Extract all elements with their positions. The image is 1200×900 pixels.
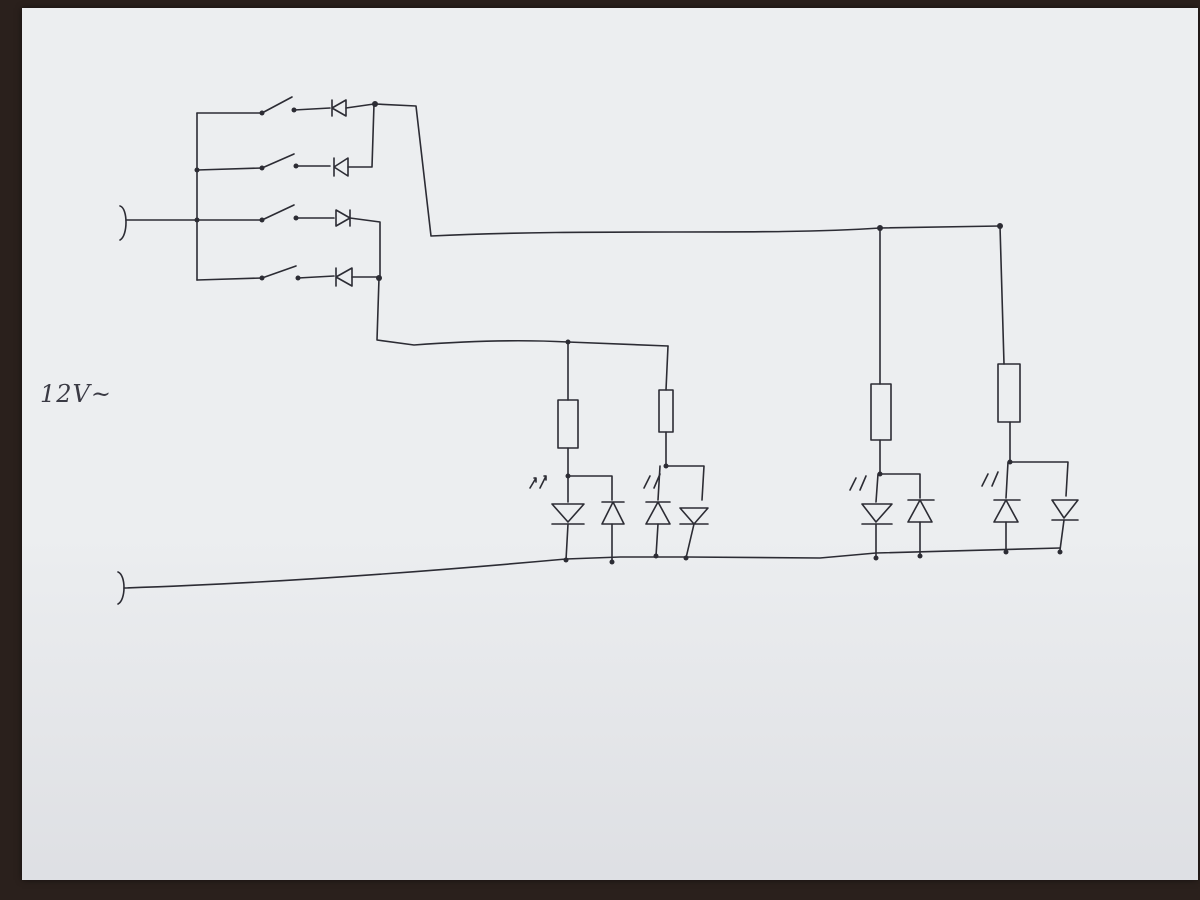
light-arrows-4 [981,471,999,487]
led-branch-4 [981,225,1079,555]
led-branch-2 [643,345,709,561]
diode-symbol-1 [601,501,625,525]
led-branch-3 [849,227,935,561]
lower-rail [376,277,669,347]
led-symbol-3 [861,503,893,525]
diode-symbol-3 [907,499,935,523]
upper-rail [374,103,1001,237]
switch-branch-3 [196,204,335,223]
led-symbol-1 [551,503,585,525]
switch-branch-4 [196,265,335,281]
led-symbol-4 [993,499,1021,523]
input-terminal-top [119,205,127,241]
light-arrows-2 [643,473,661,489]
switch-branch-2 [196,153,331,171]
diode-branch-3 [335,209,381,279]
led-symbol-2 [645,501,671,525]
diode-symbol-4 [1051,499,1079,521]
diode-branch-4 [335,267,379,287]
light-arrows-3 [849,475,867,491]
led-branch-1 [529,341,625,565]
light-arrows-1 [529,475,547,489]
diode-branch-2 [333,103,375,177]
switch-branch-1 [196,96,331,116]
ground-return [123,547,1061,589]
diode-branch-1 [331,99,375,117]
diode-symbol-2 [679,507,709,525]
input-terminal-bottom [117,571,125,605]
paper-sheet [22,8,1198,880]
input-bus [125,112,200,281]
supply-voltage-label: 12V~ [40,380,112,408]
